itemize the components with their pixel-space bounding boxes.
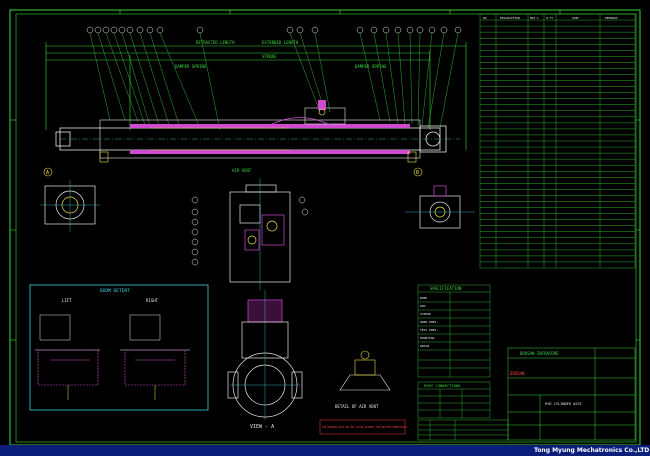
right-view-marker xyxy=(413,167,423,177)
balloon-callouts xyxy=(86,26,462,34)
spec-row-label: STROKE xyxy=(420,312,431,316)
parts-header-desc: DESCRIPTION xyxy=(500,16,520,20)
spec-row-label: TEST PRES. xyxy=(420,328,438,332)
left-end-view xyxy=(40,180,100,232)
spec-table xyxy=(417,284,491,378)
view-a-label: VIEW - A xyxy=(250,424,274,430)
retracted-length-label: RETRACTED LENGTH xyxy=(196,40,235,45)
top-dimensions xyxy=(45,42,467,150)
left-view-marker xyxy=(43,167,53,177)
stroke-label: STROKE xyxy=(262,54,277,59)
footer-band xyxy=(0,445,650,456)
footer-company: Tong Myung Mechatronics Co.,LTD xyxy=(534,447,650,454)
parts-header-no: NO xyxy=(483,16,487,20)
title-drawing-name: HYD CYLINDER ASSY xyxy=(545,402,583,406)
air-vent-detail-label: DETAIL OF AIR VENT xyxy=(335,404,379,409)
spec-row-label: ROD xyxy=(420,304,426,308)
valve-block xyxy=(229,178,291,290)
main-cylinder xyxy=(55,100,460,163)
section-b-label: B xyxy=(416,170,419,176)
air-vent-detail xyxy=(339,350,391,391)
parts-list-table xyxy=(479,13,636,269)
spec-row-label: MOUNTING xyxy=(420,336,435,340)
leader-lines xyxy=(89,32,459,131)
inner-border xyxy=(15,13,637,443)
view-a-drawing xyxy=(227,290,303,420)
damper-spring-left-label: DAMPER SPRING xyxy=(175,64,207,69)
spec-row-label: BORE xyxy=(420,296,427,300)
boom-detent-right: RIGHT xyxy=(146,298,159,303)
frame-ticks xyxy=(10,10,640,341)
port-title: PORT CONNECTIONS xyxy=(424,383,461,388)
boom-detent-box xyxy=(29,284,209,411)
parts-header-spec: SPEC xyxy=(572,16,579,20)
caution-note-box xyxy=(319,419,406,435)
damper-spring-right-label: DAMPER SPRING xyxy=(355,64,387,69)
revision-block xyxy=(417,419,509,441)
spec-title: SPECIFICATION xyxy=(430,286,462,291)
parts-list-headers: NO DESCRIPTION MAT'L Q'TY SPEC REMARKS xyxy=(483,16,618,20)
spec-row-label: DRAIN xyxy=(420,344,429,348)
boom-detent-title: BOOM DETENT xyxy=(100,288,130,294)
air-vent-label: AIR VENT xyxy=(232,168,252,173)
title-block xyxy=(507,347,636,441)
caution-note: THE DRAWING MUST NOT BE COPIED WITHOUT T… xyxy=(322,426,407,429)
parts-header-remarks: REMARKS xyxy=(605,16,618,20)
spec-row-label: WORK PRES. xyxy=(420,320,438,324)
right-end-view xyxy=(405,185,475,229)
title-company: DOOSAN INFRACORE xyxy=(520,351,559,356)
section-a-label: A xyxy=(46,170,49,176)
title-logo: DOOSAN xyxy=(510,371,525,376)
parts-header-matl: MAT'L xyxy=(530,16,539,20)
spec-rows: BORE ROD STROKE WORK PRES. TEST PRES. MO… xyxy=(420,296,438,348)
extended-length-label: EXTENDED LENGTH xyxy=(262,40,299,45)
port-table xyxy=(417,381,491,419)
valve-balloons xyxy=(191,196,309,266)
boom-detent-lift: LIFT xyxy=(62,298,72,303)
parts-header-qty: Q'TY xyxy=(546,16,553,20)
drawing-border xyxy=(9,9,641,446)
